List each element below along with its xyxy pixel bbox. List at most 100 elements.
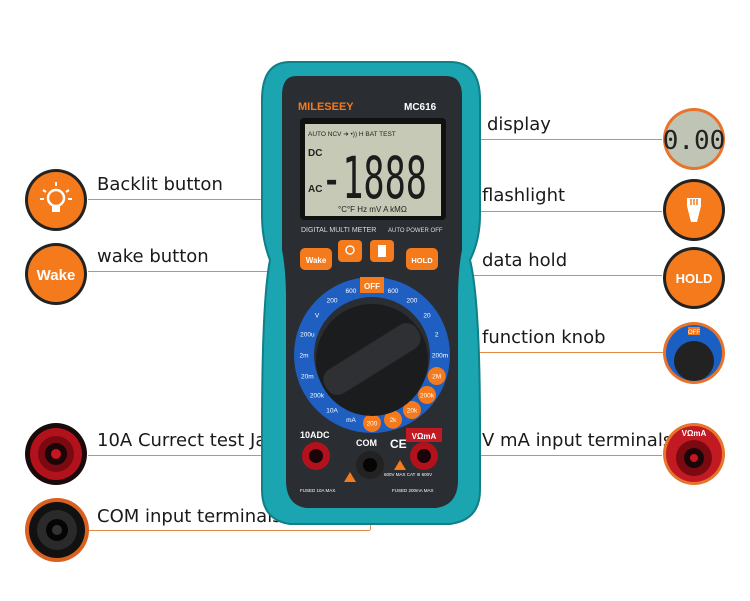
dial-range-label: 2k (390, 417, 398, 424)
dial-range-marker (402, 290, 421, 309)
dial-range-label: 2M (432, 374, 441, 381)
dial-range-label: 600 (346, 288, 357, 295)
jack-v-label: VΩmA (412, 432, 437, 441)
lcd-ac: AC (308, 184, 322, 195)
dial-range-label: 20k (407, 408, 418, 415)
dial-range-label: 10A (326, 408, 338, 415)
dial-range-marker (363, 414, 381, 432)
subtitle-right: AUTO POWER OFF (388, 228, 443, 234)
thumb-hold-icon: HOLD (663, 247, 725, 309)
leader-knob (404, 352, 666, 353)
knob-grip (323, 323, 421, 395)
thumb-backlit-icon (25, 169, 87, 231)
thumb-hold-text: HOLD (676, 271, 713, 286)
leader-com (88, 530, 370, 531)
dial-range-marker (295, 346, 313, 364)
dial-off-marker (360, 277, 384, 293)
dial-range-label: 2m (299, 353, 308, 360)
wake-button-label: Wake (306, 256, 327, 265)
jack-10a-label: 10ADC (300, 430, 330, 440)
dial-range-marker (307, 385, 326, 404)
lcd-top-icons: AUTO NCV ➔ •)) H BAT TEST (308, 131, 396, 138)
thumb-flashlight-icon (663, 179, 725, 241)
thumb-10a-jack-icon (25, 423, 87, 485)
thumb-vma-text: VΩmA (682, 429, 707, 438)
leader-vma (424, 455, 662, 456)
jack-com-label: COM (356, 438, 377, 448)
model-label: MC616 (404, 102, 437, 113)
dial-range-marker (323, 401, 342, 420)
dial-range-marker (341, 281, 360, 300)
thumb-knob-icon: OFF (663, 322, 725, 384)
dial-range-marker (298, 324, 317, 343)
label-datahold: data hold (482, 250, 568, 271)
cat-rating: 600V MAX CAT III 600V (384, 472, 432, 477)
thumb-com-jack-icon (25, 498, 89, 562)
dial-range-label: mA (346, 417, 356, 424)
fuse-right: FUSED 200mA MAX (392, 488, 434, 493)
label-com: COM input terminals (97, 506, 282, 527)
subtitle-left: DIGITAL MULTI METER (301, 227, 376, 234)
lcd-units: °C°F Hz mV A kMΩ (338, 205, 407, 214)
dial-range-label: V (315, 313, 320, 320)
flashlight-small-icon (378, 245, 386, 257)
dial-range-label: 20m (301, 374, 314, 381)
dial-range-marker (298, 367, 317, 386)
dial-range-label: 200k (310, 392, 325, 399)
dial-range-marker (341, 410, 360, 429)
dial-range-marker (427, 324, 446, 343)
dial-range-marker (323, 290, 342, 309)
leader-display (434, 139, 662, 140)
thumb-display-digits: 0.00 (663, 126, 726, 156)
dial-range-marker (418, 385, 437, 404)
hold-button-label: HOLD (411, 256, 433, 265)
dial-range-label: 200 (367, 421, 378, 428)
dial-range-label: 20 (423, 313, 431, 320)
leader-wake (88, 271, 310, 272)
leader-backlit (88, 199, 350, 200)
dial-range-label: 200u (300, 331, 315, 338)
warning-left-icon (344, 472, 356, 482)
brand-logo: MILESEEY (298, 101, 354, 113)
dial-range-labels: 600 200 20 2 200m 2M 200k 20k 2k 200 mA 10A 200k 20m 2… (295, 281, 449, 432)
dial-range-marker (418, 306, 437, 325)
dial-range-marker (402, 401, 421, 420)
lcd-dc: DC (308, 148, 322, 159)
dial-range-marker (427, 367, 446, 386)
dial-range-label: 200m (432, 353, 448, 360)
thumb-wake-icon: Wake (25, 243, 87, 305)
jack-v-label-bg (406, 428, 442, 442)
label-10a: 10A Currect test Jack (97, 430, 287, 451)
thumb-display-icon: 0.00 (663, 108, 726, 170)
thumb-wake-text: Wake (37, 267, 76, 284)
label-vma: V mA input terminals (482, 430, 673, 451)
dial-range-marker (307, 306, 326, 325)
leader-flashlight (381, 211, 662, 212)
dial-range-label: 200 (407, 297, 418, 304)
label-flashlight: flashlight (482, 185, 566, 206)
wake-button[interactable] (300, 248, 332, 270)
hold-button[interactable] (406, 248, 438, 270)
dial-range-marker (431, 346, 449, 364)
dial-range-label: 2 (435, 331, 439, 338)
dial-range-label: 200k (420, 392, 435, 399)
thumb-knob-off: OFF (688, 330, 700, 336)
ce-mark: CE (390, 437, 407, 451)
backlit-bulb-icon (345, 245, 355, 255)
backlit-button[interactable] (338, 240, 362, 262)
warning-right-icon (394, 460, 406, 470)
leader-10a (88, 455, 316, 456)
dial-range-label: 600 (388, 288, 399, 295)
leader-hold (432, 275, 662, 276)
thumb-vma-jack-icon: VΩmA (663, 423, 725, 485)
lcd-digits: -1888 (321, 144, 427, 212)
label-wake: wake button (97, 246, 209, 267)
label-backlit: Backlit button (97, 174, 223, 195)
label-knob: function knob (482, 327, 606, 348)
label-display: display (487, 114, 551, 135)
dial-range-marker (384, 281, 403, 300)
lcd-screen (305, 124, 441, 216)
fuse-left: FUSED 10A MAX. (300, 488, 337, 493)
dial-range-label: 200 (327, 297, 338, 304)
